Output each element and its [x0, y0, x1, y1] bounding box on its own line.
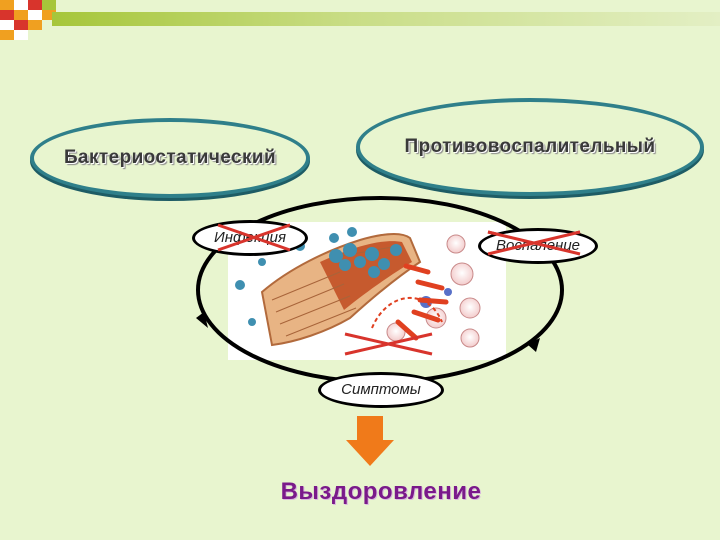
symptoms-label: Симптомы: [341, 381, 421, 399]
symptoms-node: Симптомы: [318, 372, 444, 408]
cycle-arrowhead: [196, 312, 208, 328]
cross-out-mark: [344, 332, 433, 356]
inflammation-node: Воспаление: [478, 228, 598, 264]
top-gradient-bar: [52, 12, 720, 26]
cycle-arrowhead: [527, 338, 540, 352]
bacteriostatic-oval: Бактериостатический: [30, 118, 310, 198]
decor-checker: [0, 0, 56, 40]
down-arrow-icon: [346, 416, 394, 466]
infection-label: Инфекция: [213, 229, 287, 247]
anti-inflammatory-oval: Противовоспалительный: [356, 98, 704, 196]
bacteriostatic-label: Бактериостатический: [63, 147, 277, 168]
inflammation-label: Воспаление: [495, 237, 581, 255]
infection-node: Инфекция: [192, 220, 308, 256]
anti-inflammatory-label: Противовоспалительный: [404, 136, 656, 157]
recovery-label: Выздоровление: [280, 478, 482, 505]
